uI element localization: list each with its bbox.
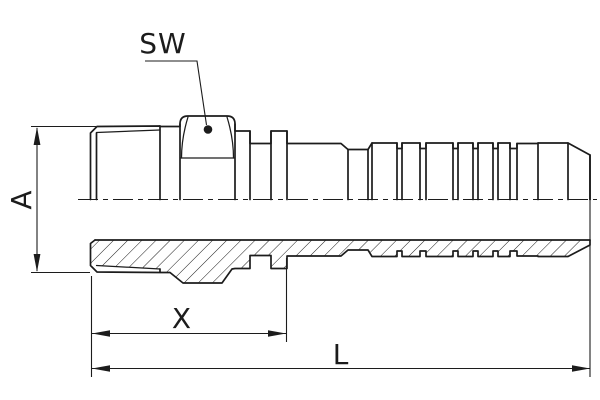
thread-root-line-bottom [95, 264, 161, 270]
l-extension-lines [90, 199, 591, 377]
l-label: L [333, 338, 350, 371]
sw-callout: SW [139, 27, 213, 134]
fitting-body [89, 115, 591, 284]
lower-section-profile [89, 239, 591, 284]
sw-label: SW [139, 27, 186, 60]
a-extension-lines [31, 125, 96, 274]
a-arrow-down [33, 254, 41, 272]
dimension-l: L [90, 199, 591, 377]
x-label: X [172, 302, 192, 335]
section-hatching [90, 240, 590, 283]
x-arrow-left [92, 330, 110, 337]
edge-lines [95, 123, 591, 201]
l-arrow-left [92, 365, 110, 372]
dimension-x: X [92, 258, 288, 342]
l-arrow-right [572, 365, 590, 372]
a-arrow-up [33, 127, 41, 145]
hex-corner-arcs [180, 116, 235, 159]
sw-leader-line [145, 60, 208, 126]
sw-leader-dot [203, 125, 213, 134]
a-label: A [5, 189, 38, 209]
dimension-a: A [5, 125, 96, 274]
upper-profile [89, 115, 591, 201]
thread-root-line-top [95, 129, 161, 134]
x-arrow-right [268, 330, 286, 337]
